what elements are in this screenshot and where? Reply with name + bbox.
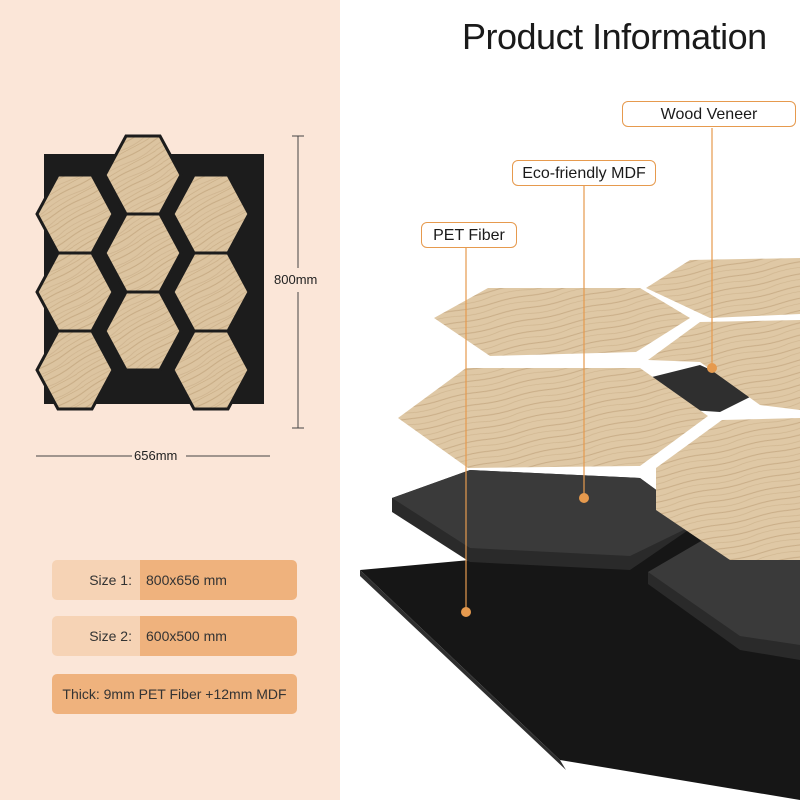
veneer-hex <box>656 418 800 560</box>
dimension-lines <box>36 135 304 457</box>
callout-mdf: Eco-friendly MDF <box>512 160 656 186</box>
mdf-hex-top <box>392 470 700 556</box>
callout-dots <box>461 363 717 617</box>
width-dimension: 656mm <box>134 448 178 463</box>
wood-veneer-dot <box>707 363 717 373</box>
spec-size2-label: Size 2: <box>52 616 140 656</box>
mdf-layer <box>392 365 800 660</box>
hex-tile <box>103 290 183 372</box>
callout-wood-veneer: Wood Veneer <box>622 101 796 127</box>
pet-fiber-dot <box>461 607 471 617</box>
page-title: Product Information <box>462 16 767 57</box>
spec-size1-value: 800x656 mm <box>140 560 297 600</box>
spec-thickness: Thick: 9mm PET Fiber +12mm MDF <box>52 674 297 714</box>
height-dimension: 800mm <box>274 272 318 287</box>
pet-fiber-edge <box>360 570 566 770</box>
veneer-hex <box>648 320 800 410</box>
hex-tiles <box>35 134 251 411</box>
callout-lines <box>465 128 713 612</box>
hex-tile <box>35 329 115 411</box>
veneer-hex <box>646 258 800 318</box>
spec-size2-value: 600x500 mm <box>140 616 297 656</box>
hex-tile <box>171 329 251 411</box>
veneer-hex <box>434 288 690 356</box>
spec-size1-label: Size 1: <box>52 560 140 600</box>
callout-pet-fiber: PET Fiber <box>421 222 517 248</box>
wood-veneer-layer <box>398 258 800 560</box>
mdf-dot <box>579 493 589 503</box>
spec-size2: Size 2: 600x500 mm <box>52 616 297 656</box>
veneer-hex <box>398 368 708 468</box>
spec-size1: Size 1: 800x656 mm <box>52 560 297 600</box>
